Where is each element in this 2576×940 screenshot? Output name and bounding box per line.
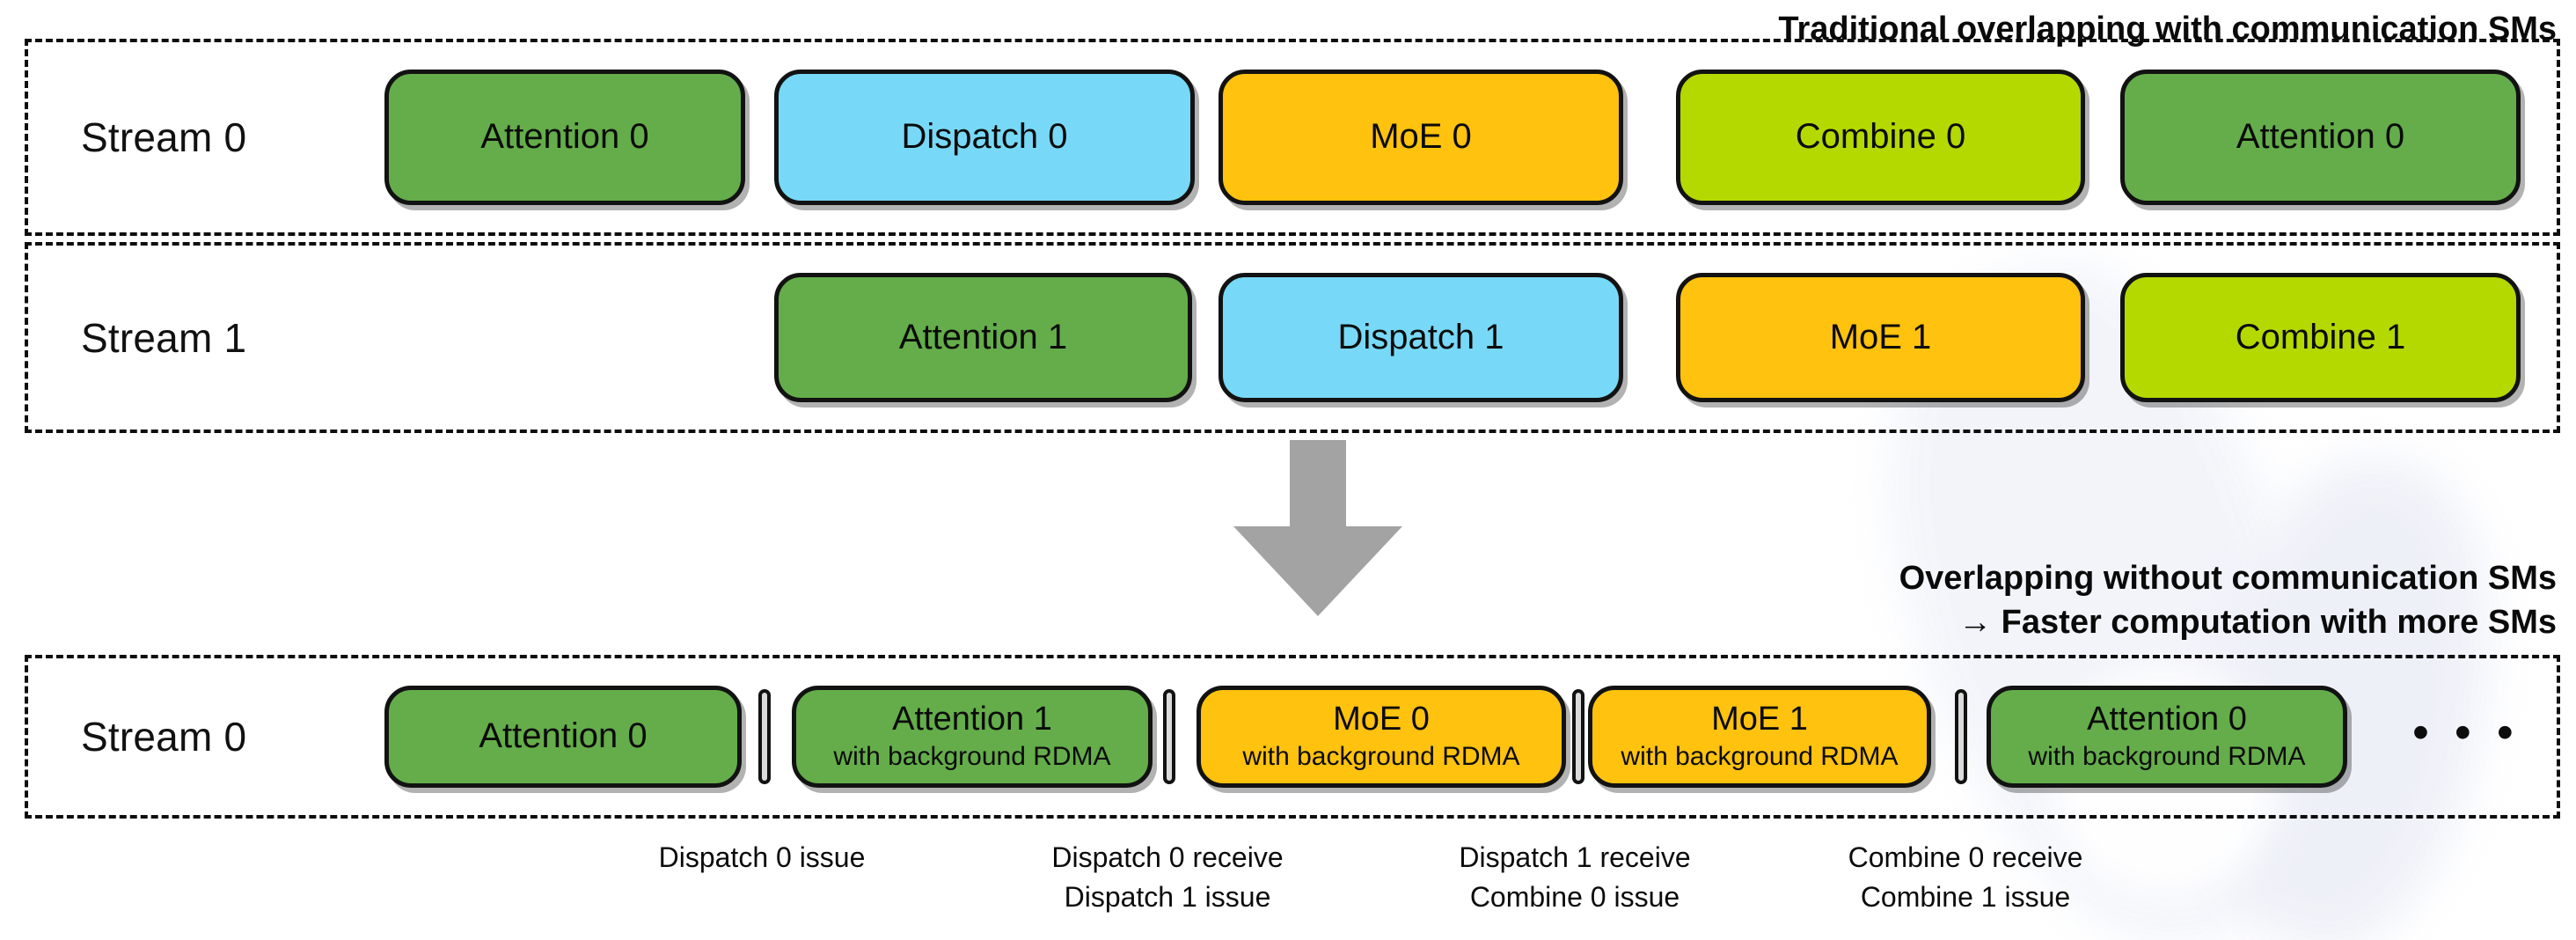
lane-stream-0-traditional: Stream 0 xyxy=(25,39,2560,236)
event-annotation-1: Dispatch 0 receive Dispatch 1 issue xyxy=(1051,841,1284,914)
block-title: MoE 0 xyxy=(1333,701,1430,738)
event-annotation-2: Dispatch 1 receive Combine 0 issue xyxy=(1459,841,1691,914)
block-title: MoE 0 xyxy=(1370,117,1472,157)
block-subtitle: with background RDMA xyxy=(833,742,1111,772)
lane-label-stream-0-2: Stream 0 xyxy=(81,714,247,760)
block-title: Attention 0 xyxy=(480,117,649,157)
block-subtitle: with background RDMA xyxy=(1621,742,1899,772)
block-title: Dispatch 0 xyxy=(901,117,1068,157)
heading-overlapping-without-comm-sms: Overlapping without communication SMs → … xyxy=(1899,560,2557,642)
event-annotation-0: Dispatch 0 issue xyxy=(658,841,866,873)
block-title: Dispatch 1 xyxy=(1337,317,1504,356)
lane-label-stream-0-0: Stream 0 xyxy=(81,114,247,160)
block-title: Attention 1 xyxy=(892,701,1052,738)
continuation-ellipsis: • • • xyxy=(2412,706,2520,759)
lane-label-stream-1-1: Stream 1 xyxy=(81,314,247,361)
block-title: MoE 1 xyxy=(1829,317,1932,356)
block-separator-3 xyxy=(1955,689,1967,784)
block-title: Attention 0 xyxy=(479,716,648,756)
block-subtitle: with background RDMA xyxy=(2028,742,2306,772)
block-attention-0-lane-top[interactable]: Attention 0 xyxy=(384,70,745,205)
block-combine-0-lane-top[interactable]: Combine 0 xyxy=(1676,70,2085,205)
block-title: Attention 0 xyxy=(2236,117,2405,157)
block-title: MoE 1 xyxy=(1711,701,1808,738)
block-attention-0-lane-bottom[interactable]: Attention 0 xyxy=(384,686,742,788)
block-subtitle: with background RDMA xyxy=(1242,742,1520,772)
block-dispatch-1-lane-mid[interactable]: Dispatch 1 xyxy=(1218,273,1623,402)
block-moe-0-lane-bottom[interactable]: MoE 0 with background RDMA xyxy=(1197,686,1566,788)
lane-stream-0-fused: Stream 0 xyxy=(25,655,2560,819)
block-combine-1-lane-mid[interactable]: Combine 1 xyxy=(2120,273,2521,402)
event-annotation-3: Combine 0 receive Combine 1 issue xyxy=(1848,841,2083,914)
block-title: Attention 0 xyxy=(2087,701,2247,738)
block-dispatch-0-lane-top[interactable]: Dispatch 0 xyxy=(774,70,1195,205)
block-moe-1-lane-mid[interactable]: MoE 1 xyxy=(1676,273,2085,402)
lane-stream-1-traditional: Stream 1 xyxy=(25,242,2560,433)
block-title: Attention 1 xyxy=(898,317,1068,356)
block-title: Combine 1 xyxy=(2235,317,2406,356)
down-arrow-icon xyxy=(1233,440,1402,616)
block-separator-1 xyxy=(1163,689,1175,784)
block-attention-1-lane-bottom[interactable]: Attention 1 with background RDMA xyxy=(792,686,1153,788)
block-attention-0-lane-top[interactable]: Attention 0 xyxy=(2120,70,2521,205)
block-moe-1-lane-bottom[interactable]: MoE 1 with background RDMA xyxy=(1588,686,1931,788)
block-attention-1-lane-mid[interactable]: Attention 1 xyxy=(774,273,1192,402)
block-separator-0 xyxy=(758,689,771,784)
block-separator-2 xyxy=(1572,689,1584,784)
block-moe-0-lane-top[interactable]: MoE 0 xyxy=(1218,70,1623,205)
block-attention-0-lane-bottom[interactable]: Attention 0 with background RDMA xyxy=(1987,686,2347,788)
block-title: Combine 0 xyxy=(1795,117,1966,157)
